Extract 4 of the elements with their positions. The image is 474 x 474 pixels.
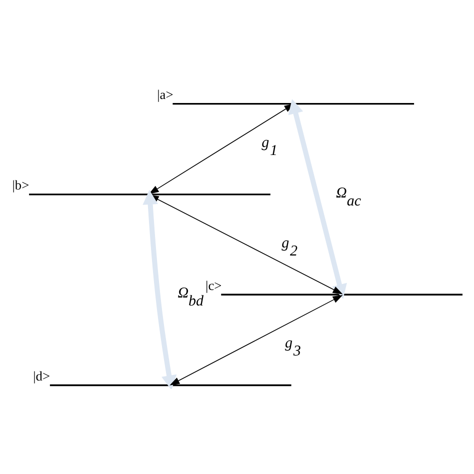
node-label: |b> bbox=[12, 178, 30, 193]
node-label: |a> bbox=[157, 87, 174, 102]
node-label: |d> bbox=[33, 368, 50, 384]
node-label: |c> bbox=[206, 278, 222, 293]
